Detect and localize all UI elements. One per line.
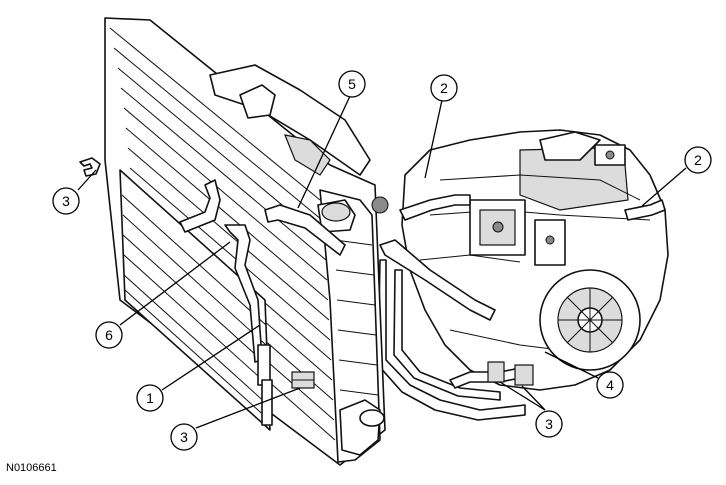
- callout-3-right-label: 3: [545, 416, 553, 432]
- callout-3-bottom-label: 3: [180, 429, 188, 445]
- hose-clip-bottom: [291, 371, 315, 389]
- callout-3-right: 3: [535, 410, 563, 438]
- condenser-assembly: [119, 169, 271, 431]
- hose-clip-right: [487, 361, 534, 386]
- callout-4: 4: [596, 371, 624, 399]
- callout-5: 5: [338, 70, 366, 98]
- callout-3-left: 3: [52, 187, 80, 215]
- callout-4-label: 4: [606, 377, 614, 393]
- callout-5-label: 5: [348, 76, 356, 92]
- callout-2-top: 2: [430, 74, 458, 102]
- cooler-lines: [377, 194, 666, 421]
- callout-2-right-label: 2: [694, 152, 702, 168]
- callout-2-top-label: 2: [440, 80, 448, 96]
- figure-id-label: N0106661: [6, 462, 57, 474]
- callout-6-label: 6: [105, 327, 113, 343]
- oil-cooler-hose: [179, 179, 346, 426]
- callout-3-bottom: 3: [170, 423, 198, 451]
- callout-3-left-label: 3: [62, 193, 70, 209]
- hose-clip-top-left: [79, 157, 101, 177]
- callout-6: 6: [95, 321, 123, 349]
- callout-1: 1: [136, 384, 164, 412]
- leader-lines: [77, 95, 687, 429]
- callout-2-right: 2: [684, 146, 712, 174]
- callout-1-label: 1: [146, 390, 154, 406]
- transmission-assembly: [401, 129, 669, 391]
